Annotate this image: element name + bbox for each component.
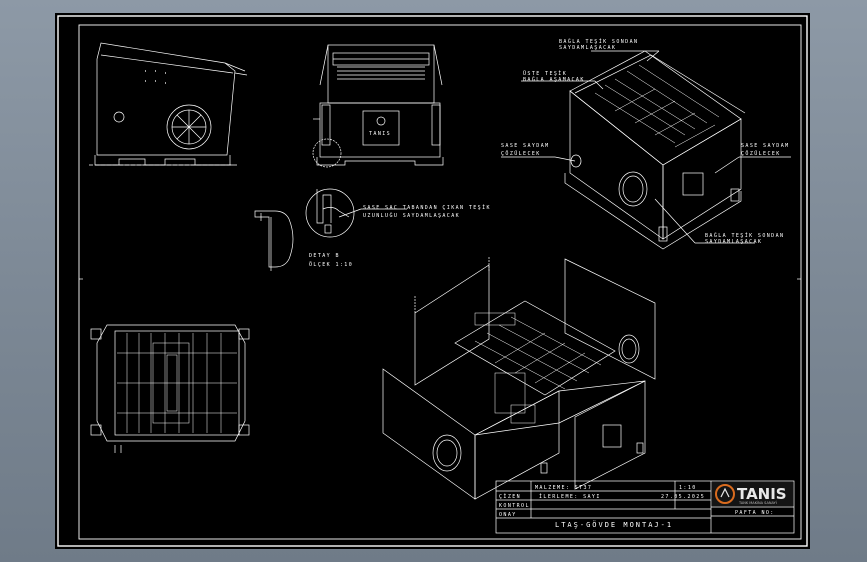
detail-callout-2: UZUNLUĞU SAYDAMLAŞACAK	[363, 212, 460, 219]
detail-scale: ÖLÇEK 1:10	[309, 261, 353, 268]
outer-frame	[57, 15, 808, 547]
inner-frame	[78, 24, 802, 540]
callout-bottom-2: SAYDAMLAŞACAK	[705, 239, 762, 245]
callout-left-1: SASE SAYDAM	[501, 143, 550, 149]
logo-subtitle: TANK MAKİNA SANAYİ	[738, 500, 777, 505]
iso-view-top: BAĞLA TEŞİK SONDAN SAYDAMLAŞACAK ÜSTE TE…	[501, 38, 791, 250]
detail-b: DETAY B ÖLÇEK 1:10 SASE SAC TABANDAN ÇIK…	[254, 188, 491, 271]
title-block: TANIS TANK MAKİNA SANAYİ MALZEME: ST37 1…	[495, 480, 795, 534]
front-view: TANIS	[312, 44, 444, 168]
iso-view-exploded	[382, 257, 656, 500]
callout-top-left-2: BAĞLA AŞAMACAK	[523, 76, 585, 83]
tanis-logo-icon	[715, 484, 735, 504]
front-logo-text: TANIS	[369, 131, 391, 137]
logo-text: TANIS	[737, 485, 787, 503]
cad-drawing: TANIS DETAY B ÖLÇEK 1:10 SASE SAC TABAND…	[57, 15, 808, 547]
callout-top-left-1: ÜSTE TEŞİK	[523, 70, 567, 77]
side-view	[89, 42, 248, 166]
date-text: 27.05.2025	[661, 494, 705, 500]
drawn-label: ÇİZEN	[499, 493, 521, 500]
material-text: MALZEME: ST37	[535, 485, 592, 491]
callout-right-1: SASE SAYDAM	[741, 143, 790, 149]
top-view	[90, 324, 250, 453]
callout-top-center-2: SAYDAMLAŞACAK	[559, 45, 616, 51]
progress-text: İLERLEME: SAYI	[539, 493, 601, 500]
scale-text: 1:10	[679, 485, 697, 491]
detail-title: DETAY B	[309, 253, 340, 259]
callout-top-center-1: BAĞLA TEŞİK SONDAN	[559, 38, 638, 45]
callout-right-2: ÇÖZÜLECEK	[741, 150, 781, 157]
drawing-sheet: TANIS DETAY B ÖLÇEK 1:10 SASE SAC TABAND…	[55, 13, 810, 549]
callout-bottom-1: BAĞLA TEŞİK SONDAN	[705, 232, 784, 239]
check-label: KONTROL	[499, 503, 530, 509]
detail-callout-1: SASE SAC TABANDAN ÇIKAN TEŞİK	[363, 204, 491, 211]
sheet-number-label: PAFTA NO:	[735, 510, 775, 516]
drawing-title: LTAŞ-GÖVDE MONTAJ-1	[555, 520, 673, 529]
approve-label: ONAY	[499, 512, 517, 518]
callout-left-2: ÇÖZÜLECEK	[501, 150, 541, 157]
